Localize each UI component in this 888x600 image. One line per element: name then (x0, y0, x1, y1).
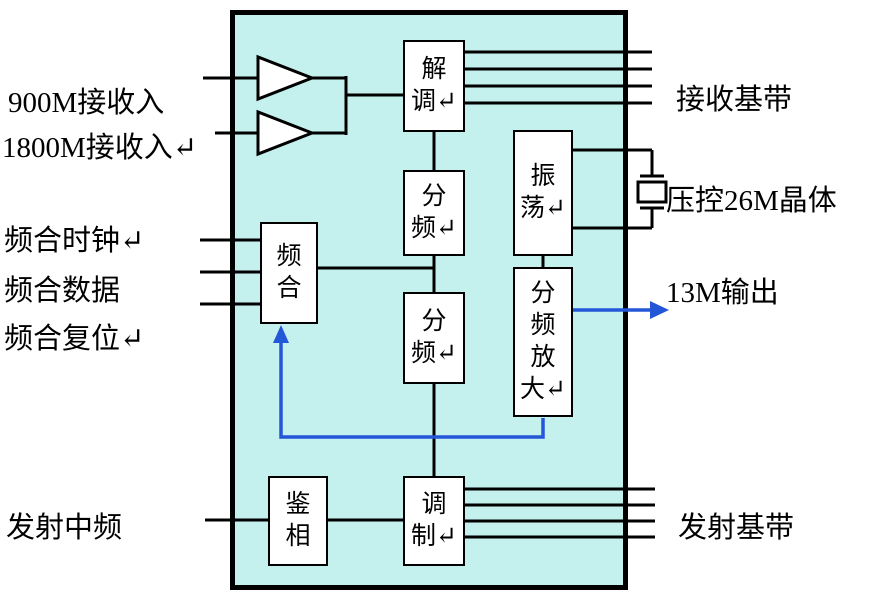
label-1800m-rx-in: 1800M接收入↵ (2, 132, 198, 164)
label-13m-output: 13M输出 (666, 277, 779, 309)
label-900m-rx-in: 900M接收入 (8, 87, 165, 119)
label-receive-baseband: 接收基带 (676, 84, 793, 116)
block-oscillator: 振 荡↵ (513, 130, 573, 256)
label-synth-data: 频合数据 (4, 275, 121, 307)
block-synthesizer: 频 合 (260, 222, 318, 324)
block-demodulator: 解 调↵ (403, 40, 465, 132)
label-transmit-baseband: 发射基带 (678, 512, 795, 544)
label-crystal-26m: 压控26M晶体 (666, 185, 837, 217)
block-divider-2: 分 频↵ (403, 292, 465, 384)
label-transmit-if: 发射中频 (6, 512, 123, 544)
block-divider-1: 分 频↵ (403, 170, 465, 256)
label-synth-reset: 频合复位↵ (4, 323, 145, 355)
block-divider-amp: 分 频 放 大↵ (513, 267, 573, 417)
block-modulator: 调 制↵ (403, 476, 465, 566)
label-synth-clock: 频合时钟↵ (4, 225, 145, 257)
block-phase-detector: 鉴 相 (268, 476, 328, 566)
crystal-icon (636, 180, 668, 204)
